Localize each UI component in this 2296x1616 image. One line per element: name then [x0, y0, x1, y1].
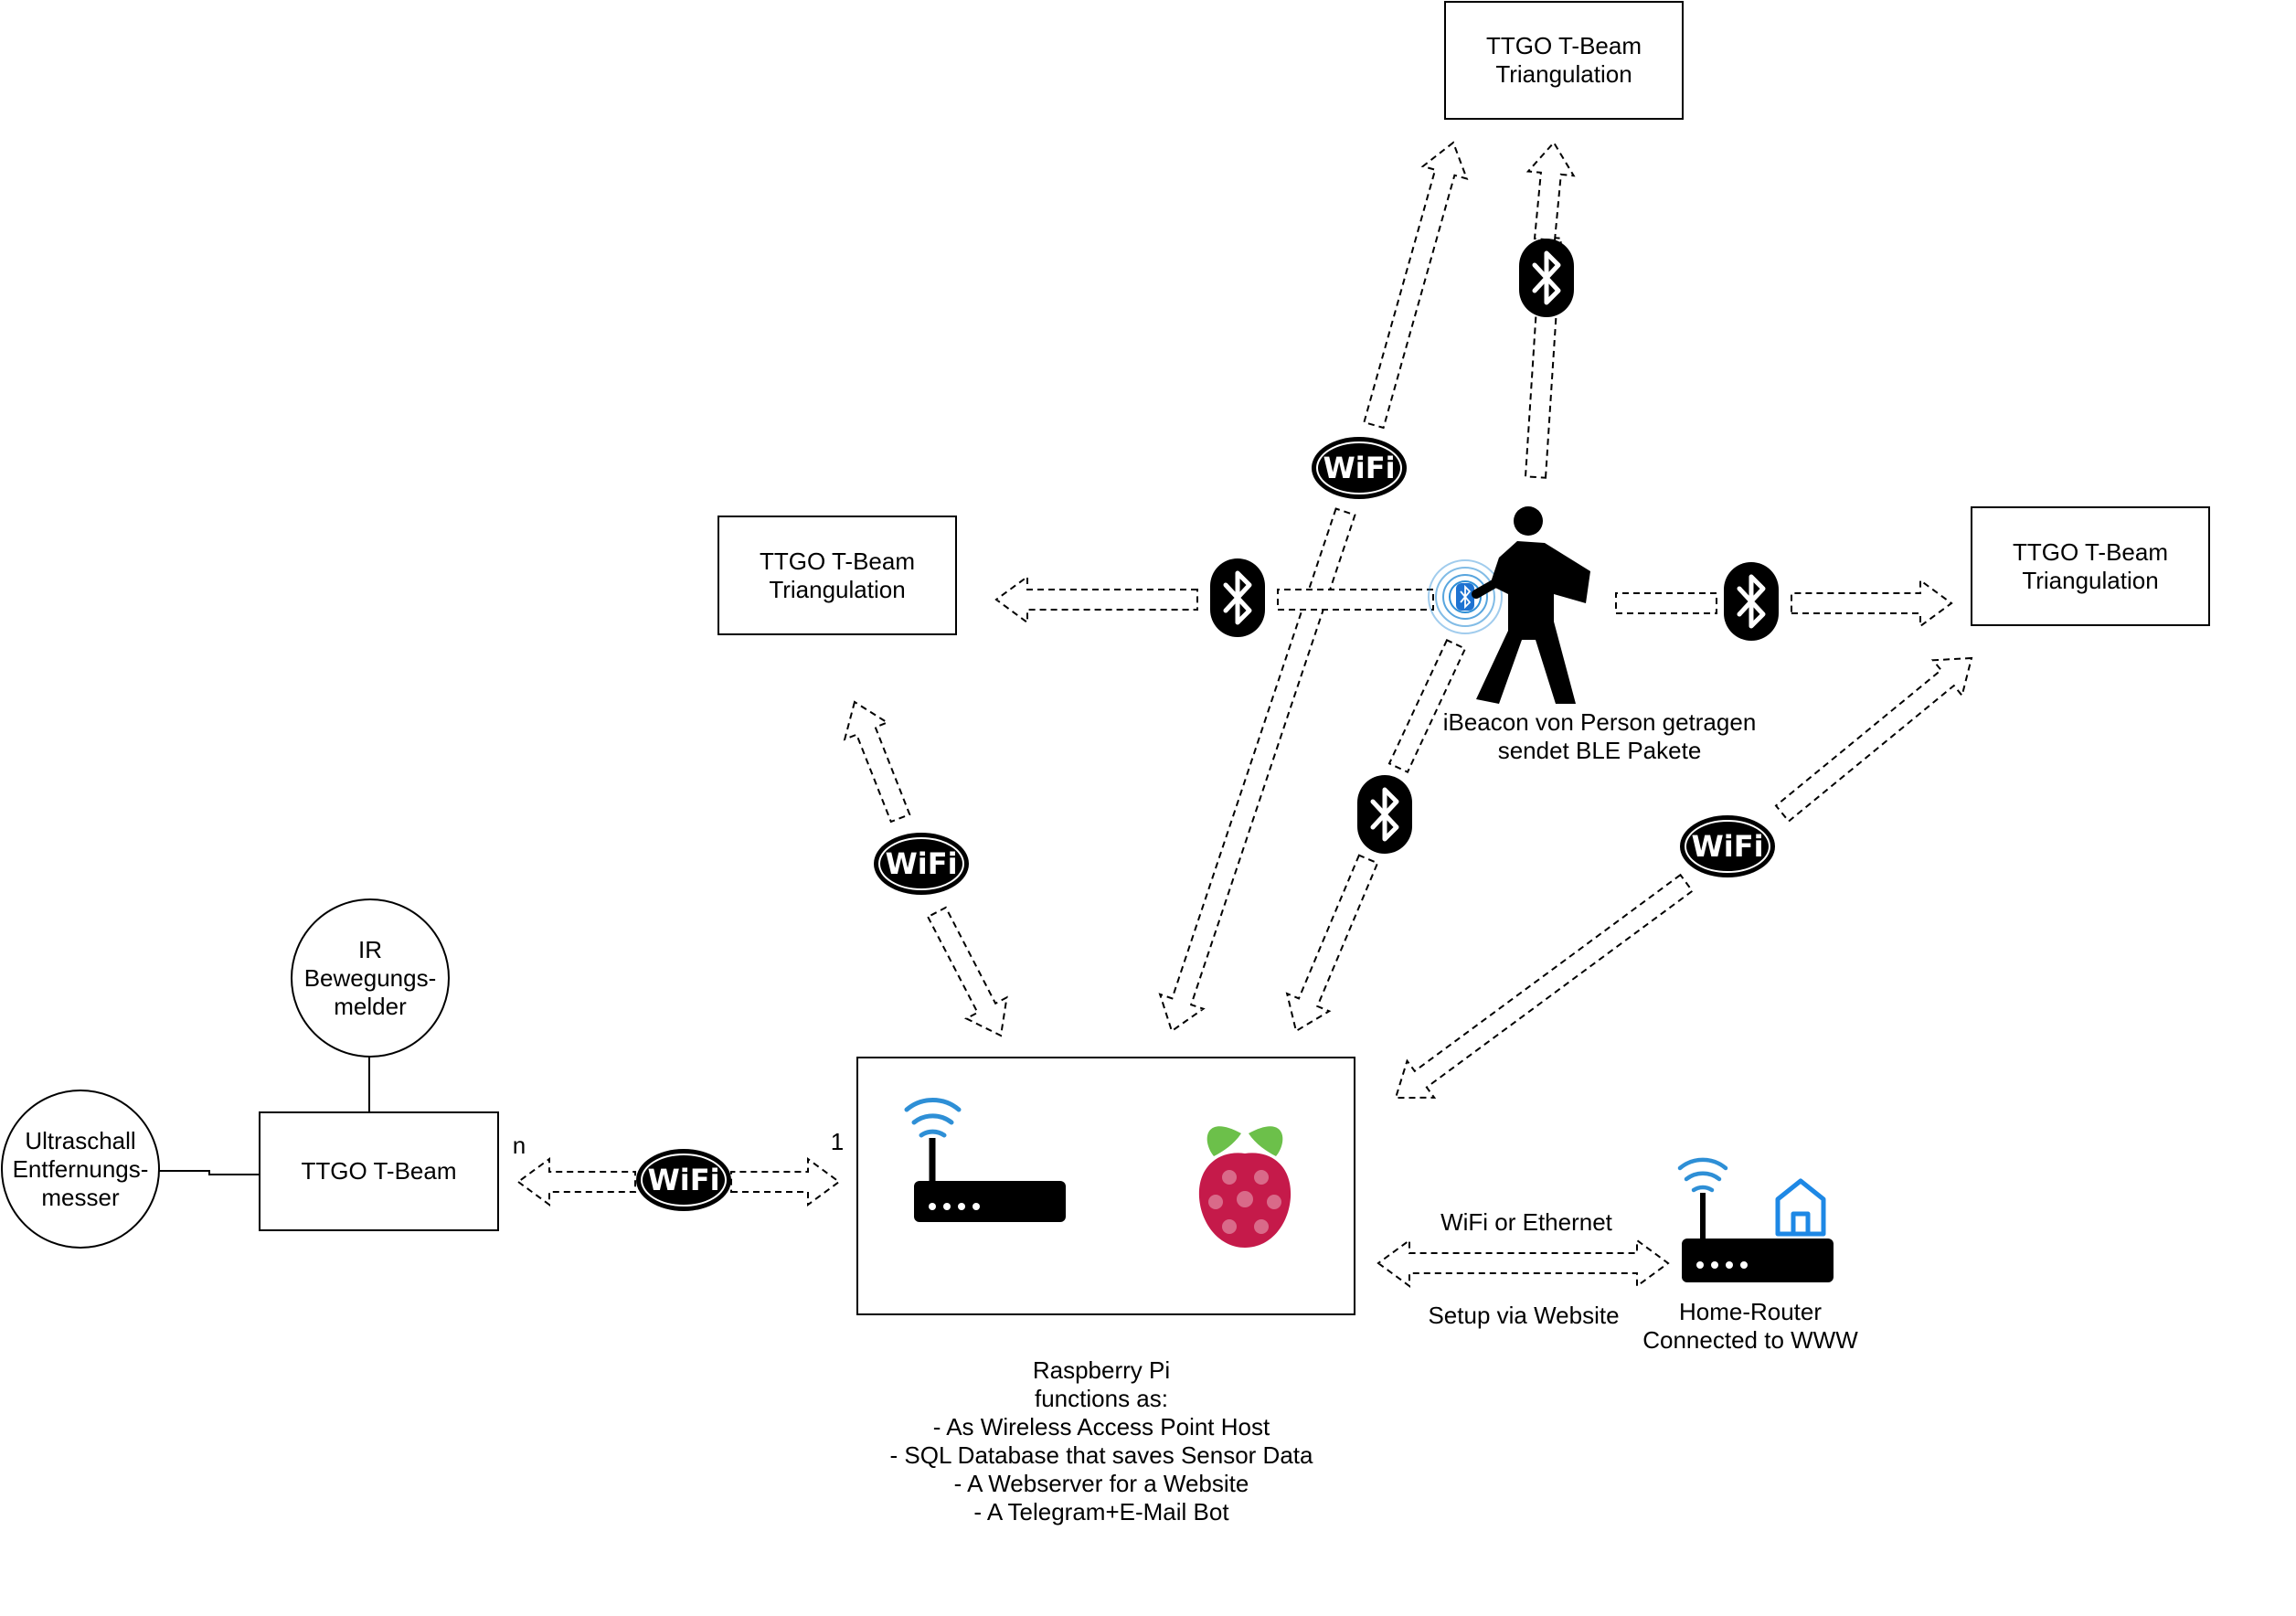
raspberry-pi-description: Raspberry Pi functions as: - As Wireless… [889, 1356, 1313, 1526]
arrow-rpi-to-home-router [1377, 1239, 1670, 1288]
bluetooth-icon [1357, 775, 1412, 854]
arrow-person-to-left-head [994, 575, 1198, 624]
arrow-person-to-rpi-segment [1387, 638, 1467, 774]
arrow-person-to-right-head [1791, 579, 1953, 628]
arrow-sensor-to-rpi-right [730, 1157, 841, 1207]
arrow-rpi-to-top-head [1363, 141, 1469, 430]
raspberry-pi-box [856, 1057, 1355, 1315]
router-link-label-bottom: Setup via Website [1428, 1302, 1620, 1329]
arrow-rpi-to-right-tail [1394, 873, 1694, 1100]
arrow-sensor-to-rpi-left [516, 1157, 636, 1207]
home-icon [1775, 1178, 1826, 1237]
cardinality-n: n [512, 1132, 526, 1159]
bluetooth-icon [1724, 562, 1779, 641]
arrow-rpi-to-left-tail [926, 906, 1008, 1037]
router-link-label-top: WiFi or Ethernet [1440, 1208, 1612, 1236]
tbeam-sensor-node: TTGO T-Beam [259, 1111, 499, 1231]
home-router-icon [1677, 1157, 1834, 1282]
arrow-person-to-left-segment [1277, 589, 1434, 611]
arrow-rpi-to-right-head [1774, 656, 1973, 823]
wifi-badge-icon [873, 832, 970, 896]
wifi-badge-icon [635, 1148, 732, 1212]
connection-arrows [516, 141, 1973, 1288]
raspberry-pi-icon [1198, 1126, 1292, 1248]
walking-person-icon [1472, 506, 1590, 704]
tbeam-sensor-label: TTGO T-Beam [301, 1157, 457, 1185]
arrow-person-to-top-head [1525, 141, 1576, 242]
bluetooth-icon [1519, 239, 1574, 317]
arrow-rpi-to-top-tail [1158, 507, 1356, 1033]
bluetooth-icon [1210, 558, 1265, 637]
ibeacon-icon [1428, 559, 1503, 634]
cardinality-1: 1 [830, 1128, 845, 1155]
router-icon [904, 1098, 1066, 1222]
arrow-rpi-to-left-head [843, 700, 911, 824]
arrow-person-to-right-segment [1615, 592, 1717, 614]
wifi-badge-icon [1311, 436, 1408, 500]
wifi-badge-icon [1679, 814, 1776, 878]
arrow-person-to-rpi-head [1285, 854, 1379, 1033]
